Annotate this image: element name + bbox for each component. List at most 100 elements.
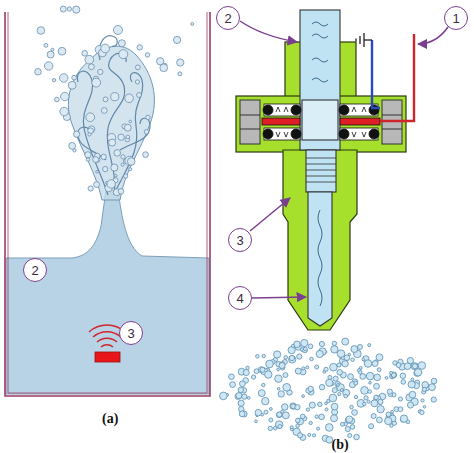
spray-droplet [361, 387, 369, 395]
mist-droplet [103, 97, 108, 102]
mist-droplet [88, 133, 91, 136]
spray-droplet [262, 397, 269, 404]
spray-droplet [230, 382, 236, 388]
mist-droplet [125, 94, 134, 103]
mist-droplet [60, 107, 69, 116]
spray-droplet [377, 417, 383, 423]
mist-droplet [60, 6, 66, 12]
spray-droplet [283, 373, 288, 378]
spray-droplet [254, 369, 259, 374]
horn-rod [302, 100, 338, 140]
spray-droplet [300, 414, 305, 419]
spray-droplet [289, 356, 296, 363]
spray-droplet [235, 393, 241, 399]
mist-droplet [86, 113, 95, 122]
container-wall [5, 12, 210, 396]
spray-droplet [265, 371, 272, 378]
callout-number: 4 [236, 292, 243, 305]
spray-droplet [369, 424, 374, 429]
spray-droplet [309, 421, 312, 424]
spray-droplet [351, 358, 355, 362]
mist-droplet [82, 50, 88, 56]
spray-droplet [325, 424, 333, 432]
spray-droplet [369, 381, 372, 384]
spray-droplet [418, 362, 426, 370]
piezo-stack [291, 129, 301, 139]
spray-droplet [304, 347, 308, 351]
liquid [6, 190, 209, 394]
thread [306, 170, 336, 171]
leader-arrow [240, 21, 448, 298]
spray-droplet [277, 368, 280, 371]
spray-droplet [352, 410, 358, 416]
mist-droplet [173, 36, 180, 43]
spray-droplet [302, 367, 305, 370]
mist-droplet [178, 72, 182, 76]
spray-droplet [319, 414, 325, 420]
sound-waves [101, 345, 113, 347]
spray-droplet [282, 404, 288, 410]
spray-droplet [404, 363, 411, 370]
mist-droplet [85, 152, 91, 158]
spray-droplet [400, 415, 407, 422]
spray-droplet [220, 392, 228, 400]
spray-droplet [398, 407, 403, 412]
horn-rod [306, 150, 336, 192]
callout-circle: 2 [23, 258, 47, 282]
spray-droplet [363, 402, 367, 406]
spray-droplet [374, 395, 379, 400]
mist-droplet [109, 139, 116, 146]
spray-droplet [396, 363, 401, 368]
callout-circle: 3 [228, 228, 252, 252]
piezo-stack [339, 105, 349, 115]
spray-droplet [260, 367, 265, 372]
mist-droplet [114, 150, 121, 157]
spray-droplet [337, 370, 343, 376]
mist-droplet [177, 59, 184, 66]
spray-droplet [412, 364, 417, 369]
spray-droplet [229, 374, 235, 380]
clamp-bolt [382, 115, 402, 116]
spray-droplet [331, 403, 338, 410]
spray-droplet [340, 389, 343, 392]
spray-droplet [348, 374, 354, 380]
spray-droplet [268, 426, 272, 430]
mist-droplet [74, 131, 80, 137]
spray-droplet [342, 338, 349, 345]
spray-droplet [309, 402, 315, 408]
spray-droplet [331, 346, 338, 353]
piezo-stack [264, 128, 300, 140]
ground-wire [372, 40, 380, 108]
spray-droplet [431, 397, 436, 402]
ground-symbol [363, 33, 364, 47]
transducer [95, 352, 120, 362]
spray-droplet [264, 410, 268, 414]
ground-symbol [356, 33, 372, 47]
mist-droplet [115, 174, 117, 176]
spray-droplet [258, 390, 265, 397]
spray-droplet [236, 393, 242, 399]
mist-droplet [118, 134, 124, 140]
spray-droplet [238, 387, 243, 392]
spray-droplet [420, 410, 424, 414]
mist-droplet [125, 156, 134, 165]
mist-droplet [145, 53, 149, 57]
mist-droplet [44, 62, 52, 70]
spray-droplet [239, 411, 245, 417]
callout-number: 2 [224, 12, 231, 25]
spray-droplet [332, 388, 337, 393]
mist-droplet [135, 65, 140, 70]
mist-droplet [59, 74, 68, 83]
spray-droplet [278, 391, 284, 397]
spray-droplet [378, 399, 383, 404]
clamp-bolt [240, 100, 402, 144]
spray-droplet [317, 427, 320, 430]
mist-droplet [124, 124, 131, 131]
mist-plume [107, 53, 126, 195]
spray-droplet [385, 377, 388, 380]
clamp-bolt [240, 129, 260, 130]
spray-droplet [329, 394, 337, 402]
spray-droplet [333, 376, 338, 381]
spray-droplet [295, 418, 300, 423]
